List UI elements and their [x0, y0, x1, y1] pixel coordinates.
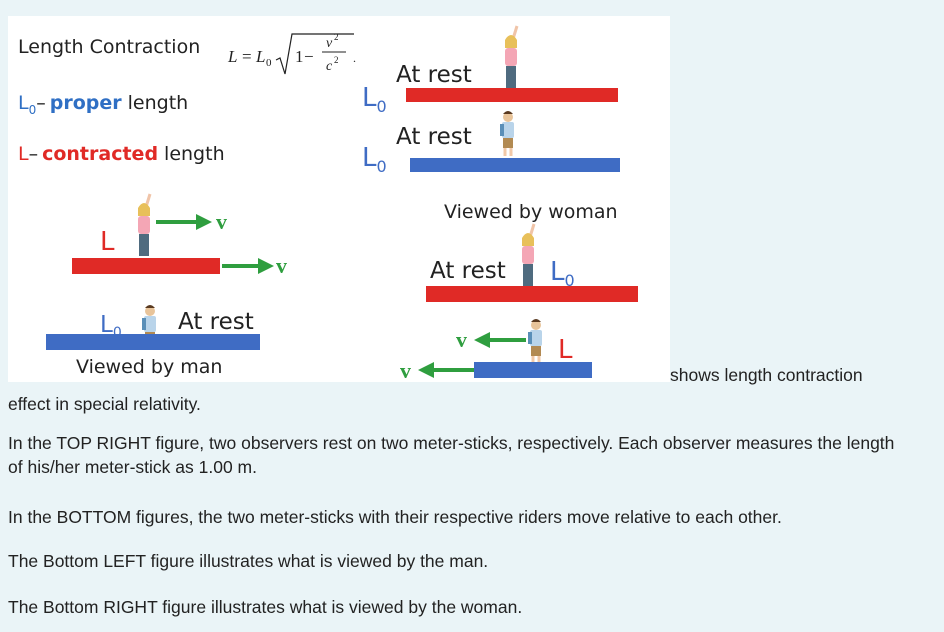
figure-canvas: Length Contraction L = L 0 1 − v 2 c 2 .…: [18, 24, 638, 383]
paragraph-top-right: In the TOP RIGHT figure, two observers r…: [8, 433, 895, 477]
at-rest-label-1: At rest: [396, 62, 472, 88]
formula-l0-sub: 0: [266, 57, 272, 69]
stick-velocity-arrow: v: [400, 358, 474, 383]
l0-label: L0: [550, 257, 575, 290]
woman-figure: [136, 192, 152, 258]
red-stick-contracted: [72, 258, 220, 274]
v-label: v: [456, 327, 467, 352]
caption-head: effect in special relativity.: [8, 394, 201, 414]
top-right-panel: At rest L0 At rest L0: [362, 24, 620, 176]
figure-title: Length Contraction: [18, 36, 200, 58]
bottom-right-panel: Viewed by woman At rest L0 v L v: [400, 201, 638, 383]
viewed-by-man-caption: Viewed by man: [76, 356, 222, 378]
at-rest-label-2: At rest: [396, 124, 472, 150]
formula-numerator: v: [326, 36, 333, 51]
formula-minus: −: [304, 47, 314, 66]
v-label: v: [400, 358, 411, 382]
man-figure: [526, 317, 544, 366]
red-meter-stick: [406, 88, 618, 102]
blue-stick-rest: [46, 334, 260, 350]
sqrt-sign: [275, 33, 354, 75]
bottom-left-panel: L v v L0 At rest Viewed by man: [46, 192, 287, 378]
formula-equals: =: [242, 47, 252, 66]
red-stick-rest: [426, 286, 638, 302]
blue-stick-contracted: [474, 362, 592, 378]
man-velocity-arrow: v: [456, 327, 526, 352]
formula-l0-base: L: [255, 47, 265, 66]
paragraph-bottom-right: The Bottom RIGHT figure illustrates what…: [8, 597, 523, 617]
length-contraction-figure: Length Contraction L = L 0 1 − v 2 c 2 .…: [8, 16, 670, 383]
woman-figure: [520, 222, 536, 288]
length-contraction-formula: L = L 0 1 − v 2 c 2 .: [227, 32, 356, 75]
man-figure: [498, 109, 516, 158]
contracted-label: L: [100, 227, 115, 257]
l0-label-2: L0: [362, 143, 387, 176]
formula-denominator: c: [326, 59, 333, 74]
stick-velocity-arrow: v: [222, 253, 287, 278]
at-rest-label: At rest: [430, 258, 506, 284]
paragraph-bottom: In the BOTTOM figures, the two meter-sti…: [8, 507, 782, 527]
caption-tail: shows length contraction: [670, 365, 863, 385]
l0-label: L0: [100, 312, 122, 341]
contracted-label: L: [558, 335, 573, 365]
formula-trail: .: [353, 51, 356, 65]
formula-num-exp: 2: [334, 32, 339, 42]
l0-label-1: L0: [362, 83, 387, 116]
formula-den-exp: 2: [334, 55, 339, 65]
woman-figure: [503, 24, 519, 90]
formula-one: 1: [295, 47, 304, 66]
v-label: v: [276, 253, 287, 278]
at-rest-label: At rest: [178, 309, 254, 335]
viewed-by-woman-caption: Viewed by woman: [444, 201, 618, 223]
blue-meter-stick: [410, 158, 620, 172]
woman-velocity-arrow: v: [156, 209, 227, 234]
paragraph-bottom-left: The Bottom LEFT figure illustrates what …: [8, 551, 489, 571]
formula-lhs: L: [227, 47, 237, 66]
v-label: v: [216, 209, 227, 234]
